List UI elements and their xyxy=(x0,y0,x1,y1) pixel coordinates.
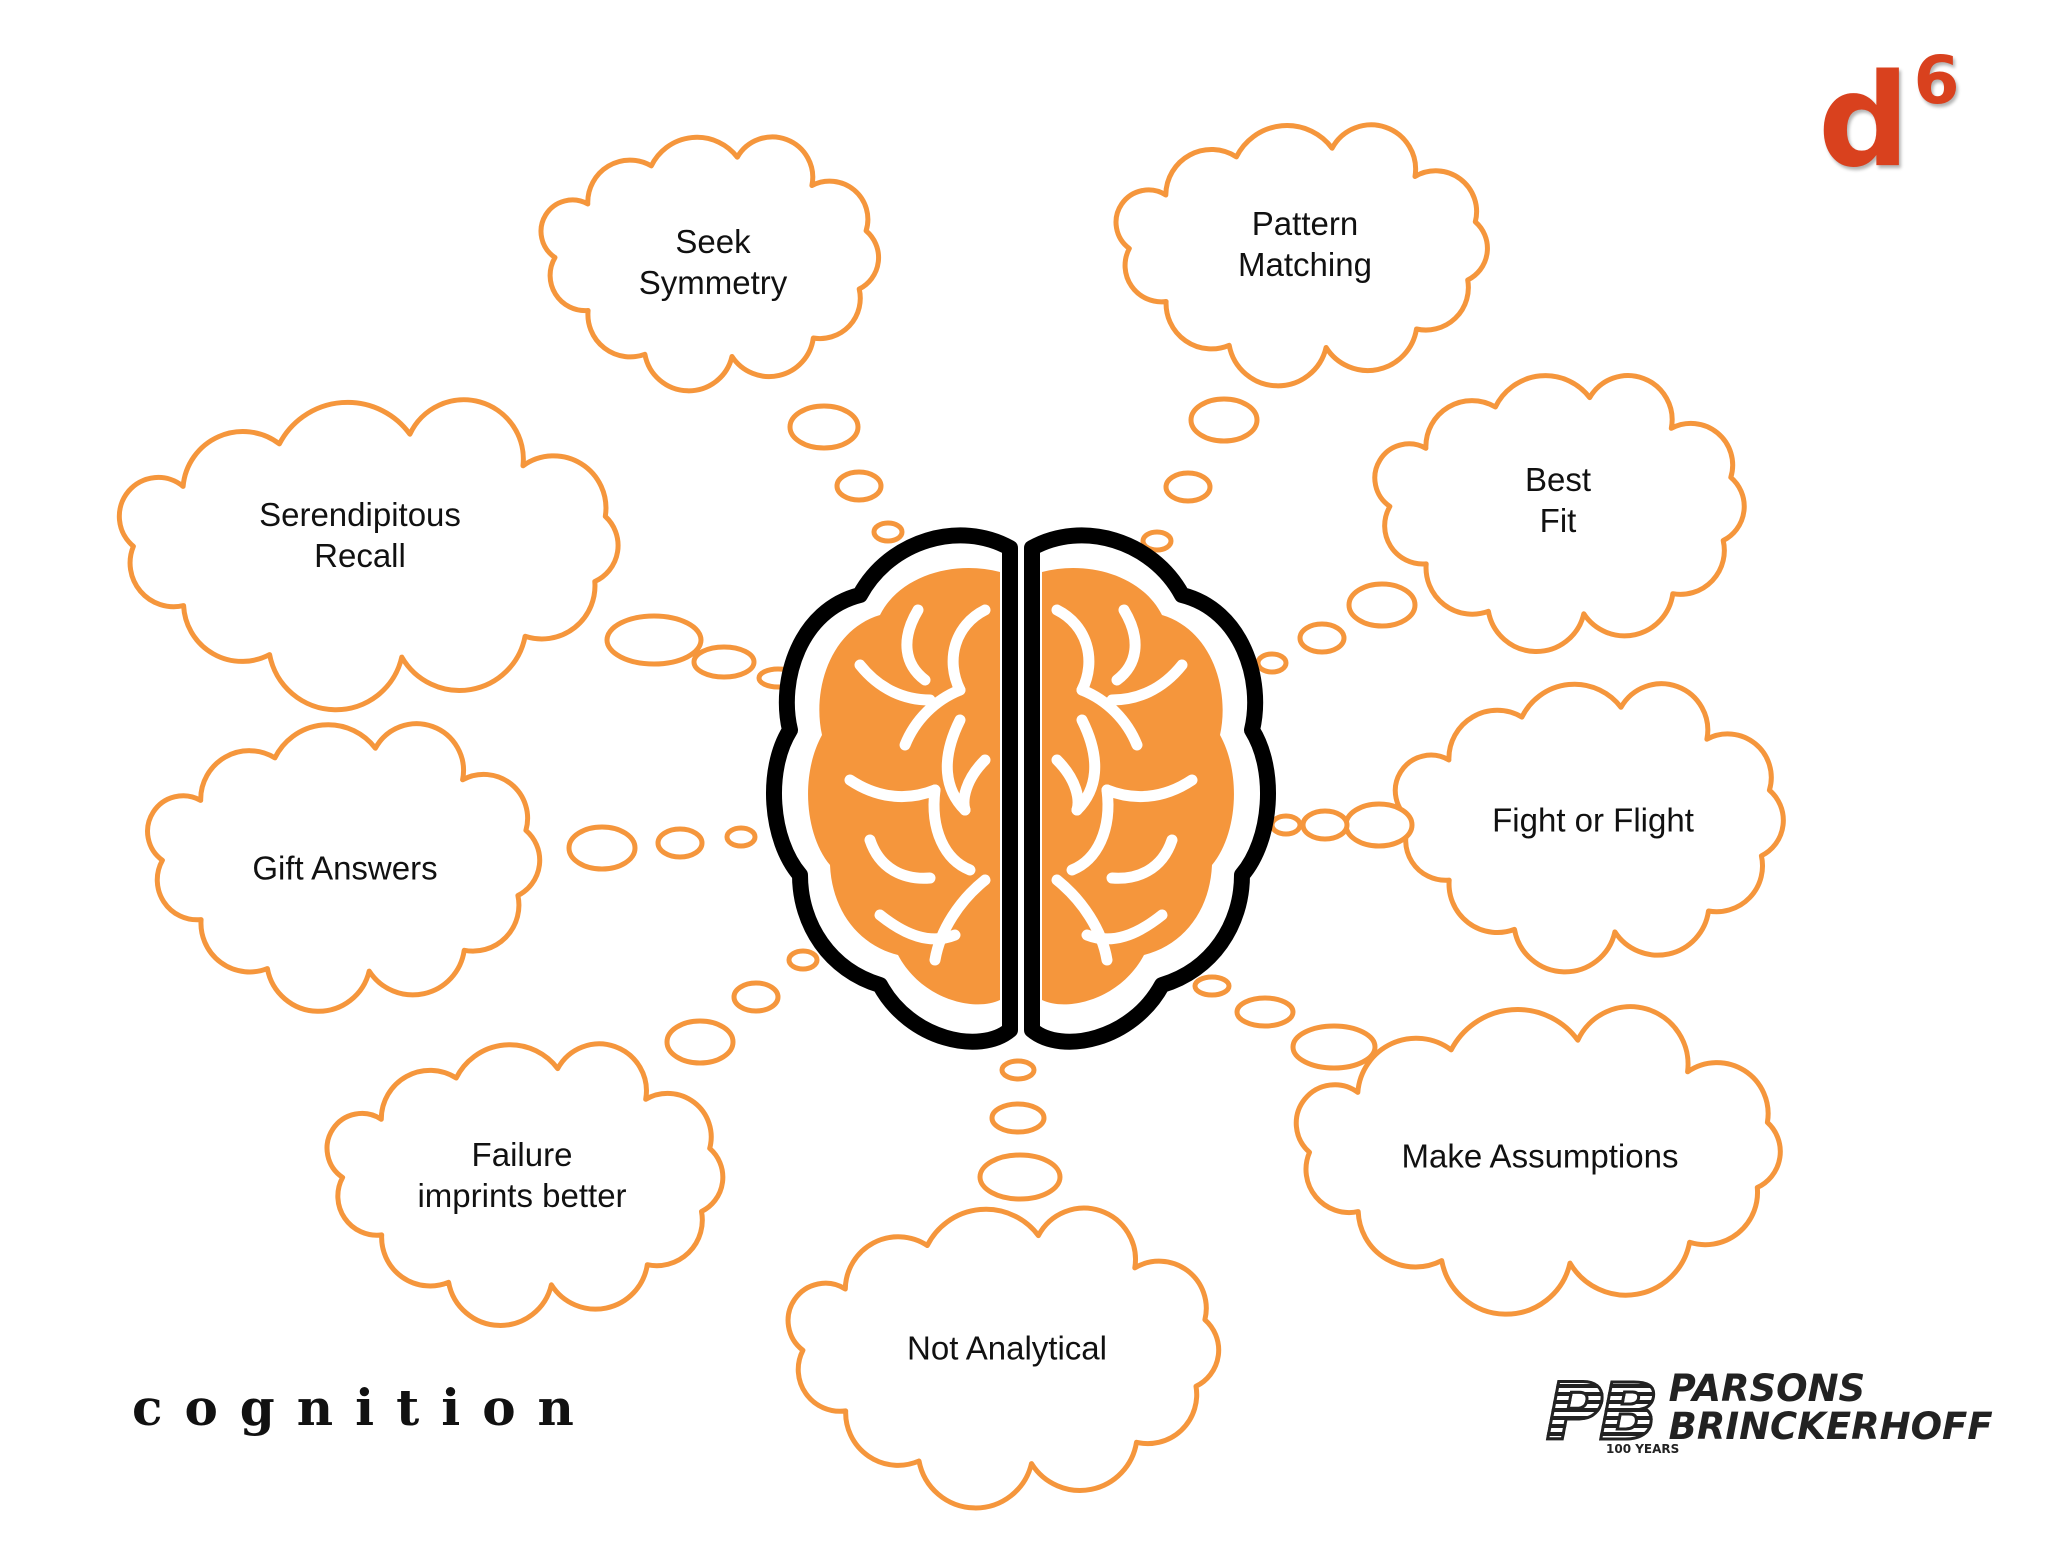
brain-fold-left-9 xyxy=(864,834,936,884)
brain-fold-left-4 xyxy=(854,659,936,706)
company-logo: PB PARSONS BRINCKERHOFF 100 YEARS xyxy=(1545,1367,1993,1460)
thought-bubble-gift-answers-3 xyxy=(724,825,758,849)
thought-label-line: Fight or Flight xyxy=(1492,801,1694,839)
thought-label-line: Symmetry xyxy=(638,264,788,301)
thought-label-make-assumptions: Make Assumptions xyxy=(1402,1135,1679,1176)
thought-bubble-seek-symmetry-1 xyxy=(787,403,861,451)
thought-bubble-make-assumptions-2 xyxy=(1234,995,1296,1029)
thought-bubble-not-analytical-1 xyxy=(977,1152,1063,1202)
thought-cloud-failure-imprints-better xyxy=(324,1041,726,1328)
thought-bubble-pattern-matching-3 xyxy=(1140,529,1174,553)
thought-bubble-seek-symmetry-2 xyxy=(834,469,884,503)
thought-cloud-gift-answers xyxy=(145,721,543,1014)
thought-bubble-fight-or-flight-2 xyxy=(1300,808,1350,842)
thought-bubble-make-assumptions-1 xyxy=(1290,1023,1378,1071)
brain-fold-left-6 xyxy=(958,754,991,816)
brain-fold-right-6 xyxy=(1051,754,1084,816)
thought-label-line: Make Assumptions xyxy=(1401,1137,1679,1175)
company-name-line1: PARSONS xyxy=(1668,1367,1866,1410)
thought-cloud-fight-or-flight xyxy=(1392,681,1786,975)
thought-label-line: Failure xyxy=(471,1135,573,1173)
d6-logo: d6 xyxy=(1818,42,1960,186)
thought-cloud-not-analytical xyxy=(785,1205,1222,1511)
brain-fold-right-1 xyxy=(1051,604,1095,696)
brain-fold-left-3 xyxy=(901,604,931,686)
footer-title: cognition xyxy=(132,1378,596,1437)
thought-bubble-failure-imprints-better-1 xyxy=(664,1018,736,1066)
company-name-line2: BRINCKERHOFF xyxy=(1668,1405,1993,1448)
thought-bubble-best-fit-3 xyxy=(1255,651,1289,675)
thought-bubble-not-analytical-2 xyxy=(989,1101,1047,1135)
thought-bubble-gift-answers-2 xyxy=(655,826,705,860)
thought-label-line: Gift Answers xyxy=(252,849,438,887)
thought-cloud-best-fit xyxy=(1372,373,1747,654)
thought-bubble-make-assumptions-3 xyxy=(1192,974,1232,998)
brain-fold-left-7 xyxy=(844,774,941,803)
thought-bubble-failure-imprints-better-3 xyxy=(786,948,820,972)
thought-cloud-make-assumptions xyxy=(1293,1004,1783,1317)
brain-fold-right-4 xyxy=(1106,659,1188,706)
thought-bubble-pattern-matching-2 xyxy=(1163,470,1213,504)
thought-label-failure-imprints-better: Failure imprints better xyxy=(417,1134,626,1217)
brain-fold-right-10 xyxy=(1051,874,1113,966)
thought-bubble-pattern-matching-1 xyxy=(1188,396,1260,444)
thought-label-line: Best xyxy=(1524,460,1592,498)
thought-bubble-seek-symmetry-3 xyxy=(871,520,905,544)
brain-fold-right-11 xyxy=(1081,909,1168,945)
thought-cloud-pattern-matching xyxy=(1113,122,1490,389)
thought-label-gift-answers: Gift Answers xyxy=(252,847,437,888)
brain-fold-right-2 xyxy=(1076,684,1143,751)
thought-bubble-best-fit-2 xyxy=(1297,621,1347,655)
thought-label-line: Matching xyxy=(1238,246,1372,283)
thought-label-line: Fit xyxy=(1539,502,1577,539)
thought-label-line: Serendipitous xyxy=(259,495,461,533)
thought-label-line: Not Analytical xyxy=(907,1329,1107,1367)
brain-fold-left-2 xyxy=(899,684,966,751)
thought-bubble-serendipitous-recall-2 xyxy=(691,644,757,680)
thought-bubble-gift-answers-1 xyxy=(566,824,638,872)
brain-fold-right-9 xyxy=(1106,834,1178,884)
thought-label-line: Pattern xyxy=(1251,204,1359,242)
thought-label-fight-or-flight: Fight or Flight xyxy=(1492,799,1694,840)
d6-logo-base: d xyxy=(1818,47,1910,196)
thought-cloud-seek-symmetry xyxy=(538,134,882,394)
thought-cloud-serendipitous-recall xyxy=(116,397,621,713)
brain-fold-right-3 xyxy=(1111,604,1141,686)
brain-fold-right-8 xyxy=(1066,784,1114,876)
brain-fold-right-7 xyxy=(1101,774,1198,803)
thought-label-line: Seek xyxy=(675,222,751,260)
thought-bubbles xyxy=(566,396,1418,1202)
thought-bubble-failure-imprints-better-2 xyxy=(731,980,781,1014)
company-logo-mark: PB xyxy=(1545,1367,1661,1460)
brain-icon xyxy=(766,527,1276,1050)
brain-fold-left-8 xyxy=(928,784,976,876)
thought-bubble-fight-or-flight-3 xyxy=(1269,813,1303,837)
thought-bubble-best-fit-1 xyxy=(1346,581,1418,629)
brain-fold-left-1 xyxy=(947,604,991,696)
thought-bubble-serendipitous-recall-1 xyxy=(604,613,704,667)
brain-fold-left-10 xyxy=(929,874,991,966)
thought-clouds xyxy=(116,122,1786,1511)
brain-fold-left-11 xyxy=(874,909,961,945)
anniversary-badge: 100 YEARS xyxy=(1606,1442,1680,1456)
company-name: PARSONS BRINCKERHOFF xyxy=(1669,1370,1993,1446)
thought-label-not-analytical: Not Analytical xyxy=(907,1327,1107,1368)
thought-bubble-fight-or-flight-1 xyxy=(1343,801,1415,849)
thought-label-line: Recall xyxy=(314,537,406,574)
thought-label-line: imprints better xyxy=(417,1177,627,1214)
thought-bubble-not-analytical-3 xyxy=(999,1058,1037,1082)
d6-logo-exponent: 6 xyxy=(1913,42,1960,119)
